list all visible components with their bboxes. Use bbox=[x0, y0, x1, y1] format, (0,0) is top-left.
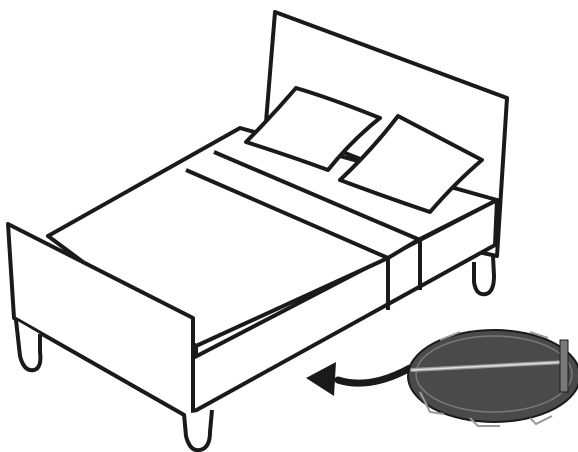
storage-tray bbox=[408, 330, 578, 426]
front-right-leg bbox=[184, 410, 212, 450]
back-right-leg bbox=[474, 256, 494, 294]
curved-arrow-icon bbox=[306, 362, 410, 396]
